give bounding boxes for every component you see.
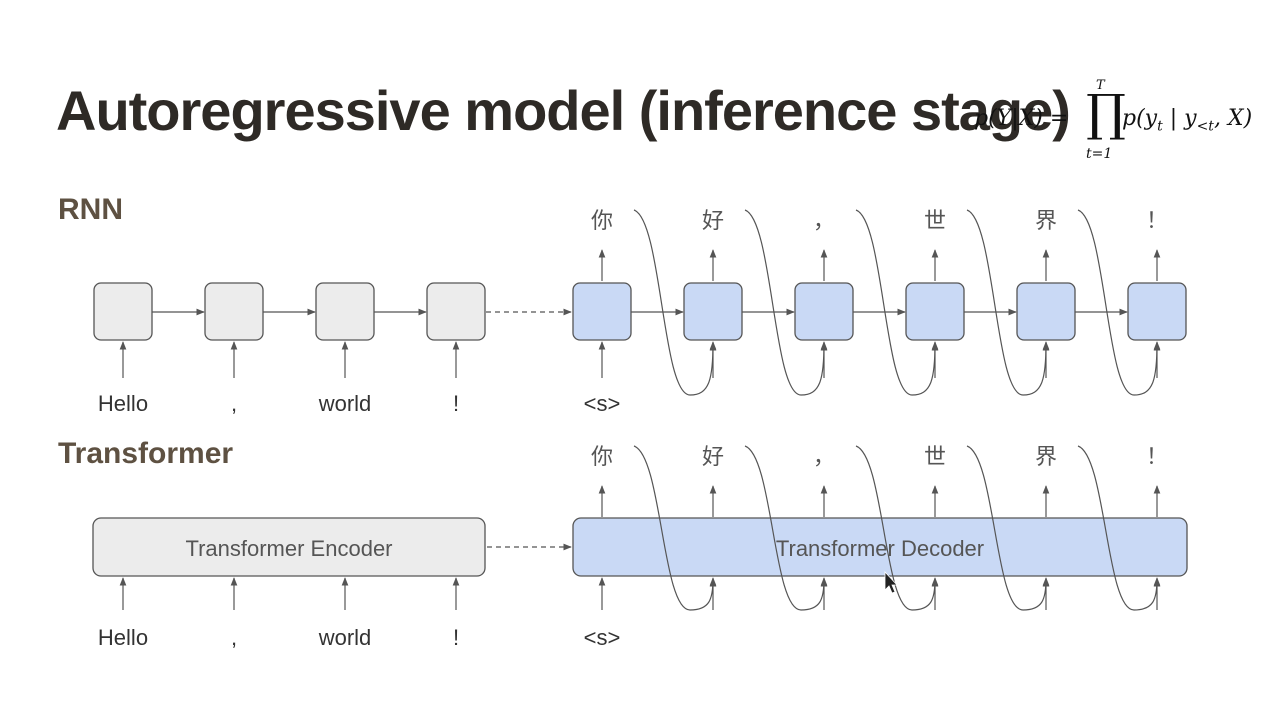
transformer-feedback-arrow	[744, 445, 828, 611]
formula-rhs-prefix: p(y	[1122, 106, 1158, 131]
rnn-source-token: Hello	[98, 391, 148, 416]
transformer-source-token: world	[318, 625, 372, 650]
rnn-decoder-cell	[794, 282, 854, 341]
rnn-target-token: 你	[591, 209, 613, 234]
rnn-target-token: 好	[702, 209, 724, 234]
transformer-target-token: ！	[1146, 445, 1168, 470]
probability-formula: p(Y|X) = ∏ T t=1 p(yt | y<t, X)	[972, 78, 1262, 170]
transformer-target-token: 好	[702, 445, 724, 470]
transformer-target-token: 界	[1035, 445, 1057, 470]
formula-lhs: p(Y|X) =	[974, 106, 1069, 131]
transformer-feedback-arrow	[966, 445, 1050, 611]
rnn-feedback-arrow	[744, 209, 828, 396]
rnn-feedback-arrow	[966, 209, 1050, 396]
transformer-target-token: ，	[813, 445, 835, 470]
transformer-start-token: <s>	[584, 625, 621, 650]
rnn-start-token: <s>	[584, 391, 621, 416]
transformer-encoder-box	[92, 517, 486, 577]
rnn-encoder-cell	[93, 282, 153, 341]
transformer-target-token: 世	[924, 445, 946, 470]
rnn-target-token: ！	[1146, 209, 1168, 234]
rnn-target-token: 界	[1035, 209, 1057, 234]
transformer-source-token: Hello	[98, 625, 148, 650]
transformer-decoder-box	[572, 517, 1188, 577]
transformer-encoder-label: Transformer Encoder	[185, 536, 392, 561]
rnn-target-token: 世	[924, 209, 946, 234]
mouse-cursor-icon	[884, 570, 898, 594]
rnn-decoder-cell	[1127, 282, 1187, 341]
rnn-feedback-arrow	[855, 209, 939, 396]
transformer-source-token: ,	[231, 625, 237, 650]
rnn-source-token: ,	[231, 391, 237, 416]
rnn-encoder-cell	[315, 282, 375, 341]
rnn-section-label: RNN	[58, 193, 123, 226]
formula-rhs-mid: | y	[1162, 106, 1197, 131]
transformer-feedback-arrow	[1077, 445, 1161, 611]
formula-upper-limit: T	[1096, 78, 1105, 93]
rnn-source-token: !	[453, 391, 459, 416]
diagram-elements: Hello,world!你好，世界！<s>Hello,world!你好，世界！<…	[93, 209, 1187, 650]
rnn-feedback-arrow	[1077, 209, 1161, 396]
formula-rhs-sub-t: t	[1157, 118, 1163, 135]
rnn-source-token: world	[318, 391, 372, 416]
rnn-encoder-cell	[426, 282, 486, 341]
transformer-feedback-arrow	[855, 445, 939, 611]
rnn-decoder-cell	[572, 282, 632, 341]
rnn-encoder-cell	[204, 282, 264, 341]
formula-rhs-suffix: , X)	[1213, 106, 1253, 131]
slide-title: Autoregressive model (inference stage)	[56, 79, 1071, 142]
rnn-decoder-cell	[905, 282, 965, 341]
rnn-feedback-arrow	[633, 209, 717, 396]
formula-lower-limit: t=1	[1086, 146, 1113, 162]
transformer-decoder-label: Transformer Decoder	[776, 536, 984, 561]
product-symbol-icon: ∏	[1086, 84, 1126, 142]
transformer-target-token: 你	[591, 445, 613, 470]
rnn-decoder-cell	[683, 282, 743, 341]
transformer-section-label: Transformer	[58, 437, 234, 470]
rnn-target-token: ，	[813, 209, 835, 234]
transformer-feedback-arrow	[633, 445, 717, 611]
formula-rhs: p(yt | y<t, X)	[1122, 106, 1252, 134]
rnn-decoder-cell	[1016, 282, 1076, 341]
formula-rhs-sub-lt: <t	[1196, 118, 1214, 135]
transformer-source-token: !	[453, 625, 459, 650]
